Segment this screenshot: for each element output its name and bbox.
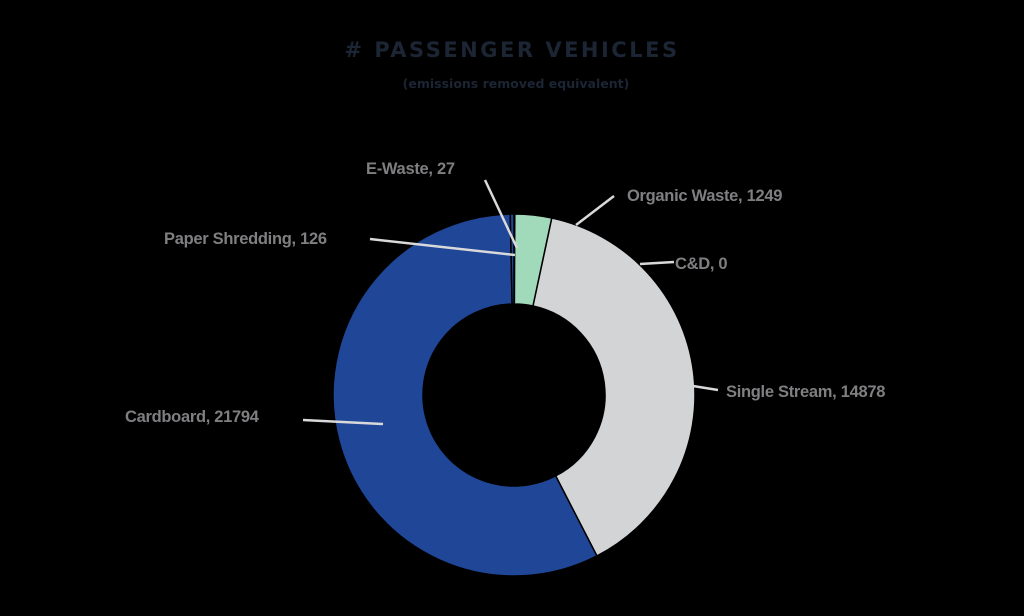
donut-slices <box>332 213 696 577</box>
chart-subtitle: (emissions removed equivalent) <box>402 76 630 91</box>
slice-cardboard <box>332 213 598 577</box>
slice-single-stream <box>532 217 696 557</box>
chart-title: # PASSENGER VEHICLES <box>344 38 680 62</box>
leader-e-waste <box>483 179 519 249</box>
leader-single-stream <box>692 384 719 392</box>
leader-lines <box>302 179 719 426</box>
label-organic-waste: Organic Waste, 1249 <box>627 187 783 205</box>
leader-organic-waste <box>575 195 615 226</box>
leader-paper-shredding <box>369 237 516 257</box>
leader-cardboard <box>302 418 384 426</box>
label-cardboard: Cardboard, 21794 <box>125 408 259 426</box>
label-cd: C&D, 0 <box>675 255 728 273</box>
label-e-waste: E-Waste, 27 <box>366 160 455 178</box>
label-single-stream: Single Stream, 14878 <box>726 383 886 401</box>
label-paper-shredding: Paper Shredding, 126 <box>164 230 327 248</box>
leader-cd <box>639 260 675 266</box>
